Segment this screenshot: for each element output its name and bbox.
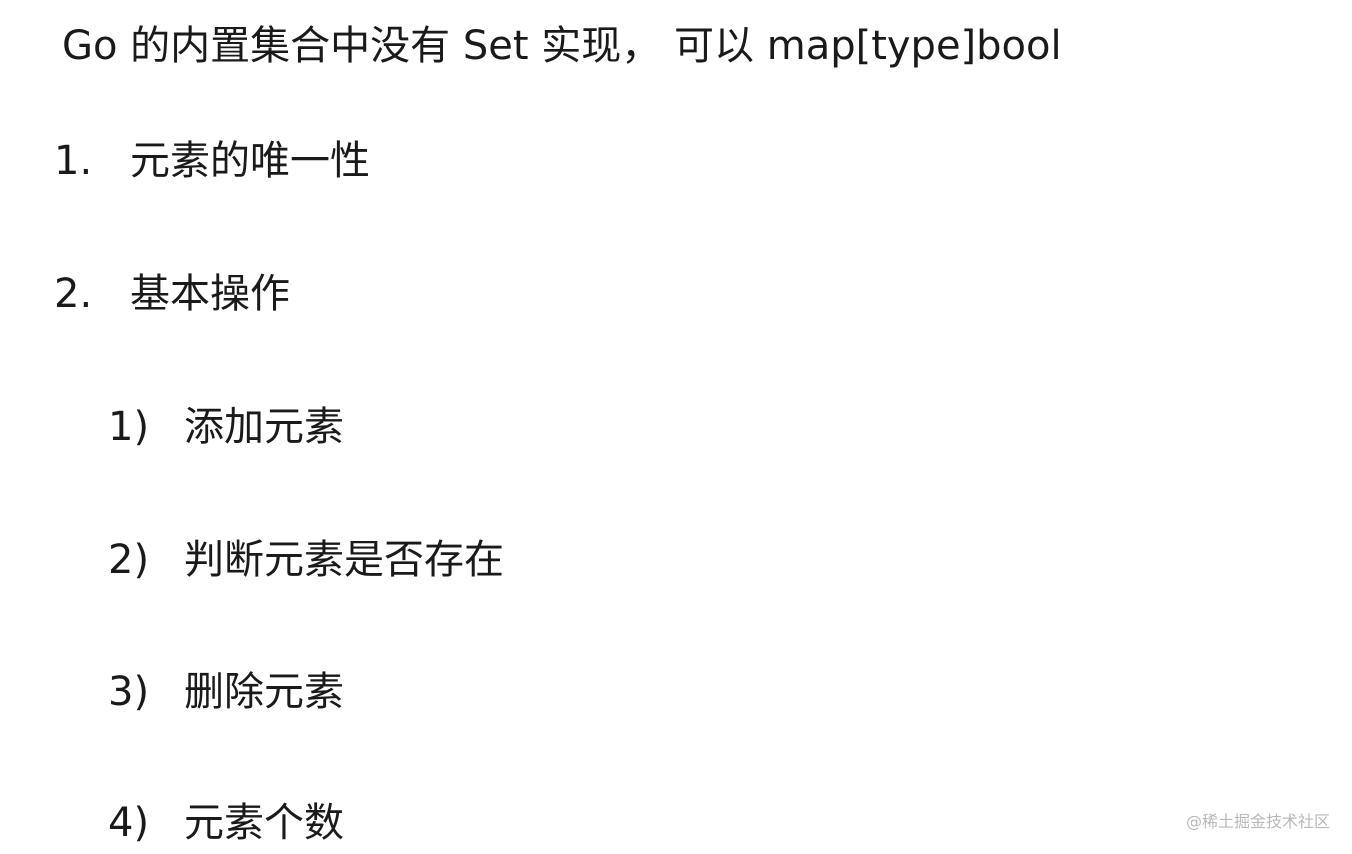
- list-item: 2. 基本操作: [54, 270, 290, 318]
- sub-list-item-text: 删除元素: [184, 669, 344, 715]
- page-title: Go 的内置集合中没有 Set 实现， 可以 map[type]bool: [62, 23, 1062, 69]
- sub-list-item-text: 判断元素是否存在: [184, 537, 504, 583]
- sub-list-item-number: 2): [108, 537, 150, 583]
- list-item-text: 基本操作: [130, 271, 290, 317]
- watermark: @稀土掘金技术社区: [1185, 812, 1330, 831]
- sub-list-item: 1) 添加元素: [108, 403, 344, 451]
- sub-list-item: 4) 元素个数: [108, 799, 344, 847]
- list-item-number: 2.: [54, 271, 93, 317]
- sub-list-item-number: 3): [108, 669, 150, 715]
- sub-list-item-number: 4): [108, 800, 150, 846]
- sub-list-item: 2) 判断元素是否存在: [108, 536, 504, 584]
- sub-list-item-number: 1): [108, 404, 150, 450]
- list-item-text: 元素的唯一性: [130, 138, 370, 184]
- sub-list-item: 3) 删除元素: [108, 668, 344, 716]
- sub-list-item-text: 元素个数: [184, 800, 344, 846]
- list-item: 1. 元素的唯一性: [54, 137, 370, 185]
- list-item-number: 1.: [54, 138, 93, 184]
- sub-list-item-text: 添加元素: [184, 404, 344, 450]
